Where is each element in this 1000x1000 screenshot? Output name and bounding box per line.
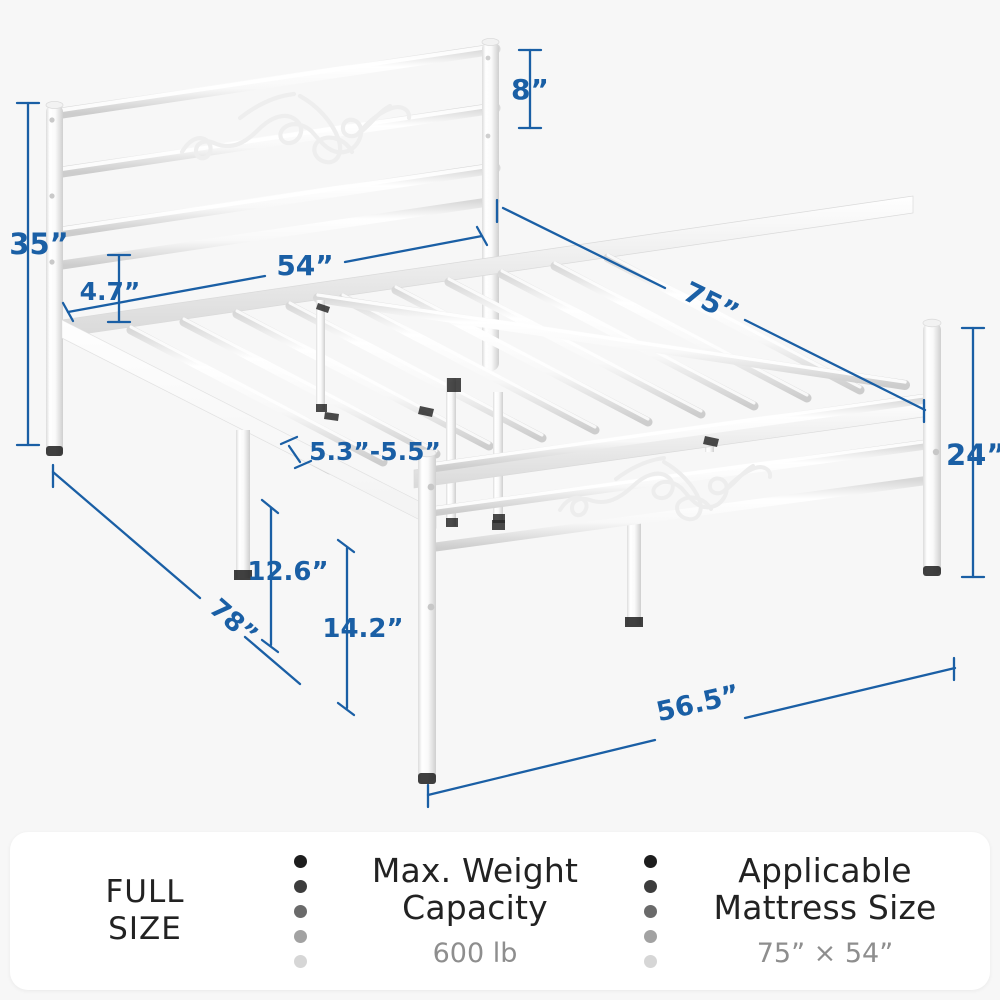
separator-dot [643, 854, 657, 868]
applicable-mattress-size-column: Applicable Mattress Size 75” × 54” [670, 851, 980, 969]
mattress-size-title-line2: Mattress Size [713, 888, 937, 927]
dimension-label-clearance-inner: 12.6” [247, 557, 328, 587]
dimension-line-mattress-width [61, 225, 489, 323]
footboard-scroll-ornament [558, 456, 773, 522]
max-weight-value: 600 lb [432, 937, 518, 969]
separator-dot [643, 929, 657, 943]
dimension-label-mattress-width: 54” [276, 249, 333, 282]
headboard-rails [56, 43, 501, 270]
dimension-label-overall-length: 78” [203, 593, 263, 651]
dot-separator-2 [630, 854, 670, 968]
headboard-scroll-ornament [179, 91, 412, 165]
separator-dot [293, 854, 307, 868]
dimension-line-mattress-length [495, 198, 927, 424]
bed-size-line1: FULL [105, 873, 185, 910]
mattress-size-title-line1: Applicable [738, 851, 912, 891]
footboard-right-post [922, 318, 942, 576]
headboard [45, 38, 501, 456]
separator-dot [293, 954, 307, 968]
separator-dot [643, 954, 657, 968]
max-weight-title-line2: Capacity [402, 888, 548, 927]
separator-dot [643, 879, 657, 893]
dimension-label-headboard-height: 35” [9, 227, 68, 261]
near-left-leg [234, 430, 252, 580]
dimension-line-overall-length [51, 463, 302, 686]
mattress-size-value: 75” × 54” [756, 937, 894, 969]
separator-dot [293, 879, 307, 893]
bed-size-column: FULL SIZE [10, 874, 280, 948]
dimension-label-under-rail-gap: 4.7” [80, 277, 141, 306]
bracket-marks [316, 303, 719, 530]
dimension-label-deck-height: 14.2” [322, 614, 403, 644]
headboard-left-post [45, 101, 64, 456]
dimension-line-headboard-top-gap [517, 48, 543, 130]
max-weight-title-line1: Max. Weight [371, 851, 579, 891]
dimension-line-headboard-height [15, 101, 41, 447]
dimension-label-mattress-length: 75” [678, 275, 744, 330]
dimension-label-headboard-top-gap: 8” [511, 73, 549, 106]
dimension-line-clearance-inner [260, 498, 280, 654]
dimension-line-slat-spacing [279, 435, 313, 470]
max-weight-capacity-column: Max. Weight Capacity 600 lb [320, 851, 630, 969]
dimension-line-under-rail-gap [106, 253, 132, 324]
dot-separator-1 [280, 854, 320, 968]
dimension-label-slat-spacing: 5.3”-5.5” [309, 437, 441, 466]
separator-dot [643, 904, 657, 918]
separator-dot [293, 929, 307, 943]
dimension-line-footboard-height [960, 326, 986, 579]
spec-summary-card: FULL SIZE Max. Weight Capacity 600 lb [10, 832, 990, 990]
separator-dot [293, 904, 307, 918]
footboard-rails [423, 393, 935, 553]
dimension-line-overall-width [426, 656, 957, 809]
dimension-label-footboard-height: 24” [946, 438, 1000, 472]
bed-deck [61, 195, 931, 627]
footboard-left-post [417, 448, 437, 784]
dimension-label-overall-width: 56.5” [653, 679, 742, 728]
bed-size-line2: SIZE [108, 911, 182, 947]
headboard-right-post [481, 38, 500, 371]
footboard [417, 318, 942, 784]
dimension-line-deck-height [336, 538, 356, 717]
